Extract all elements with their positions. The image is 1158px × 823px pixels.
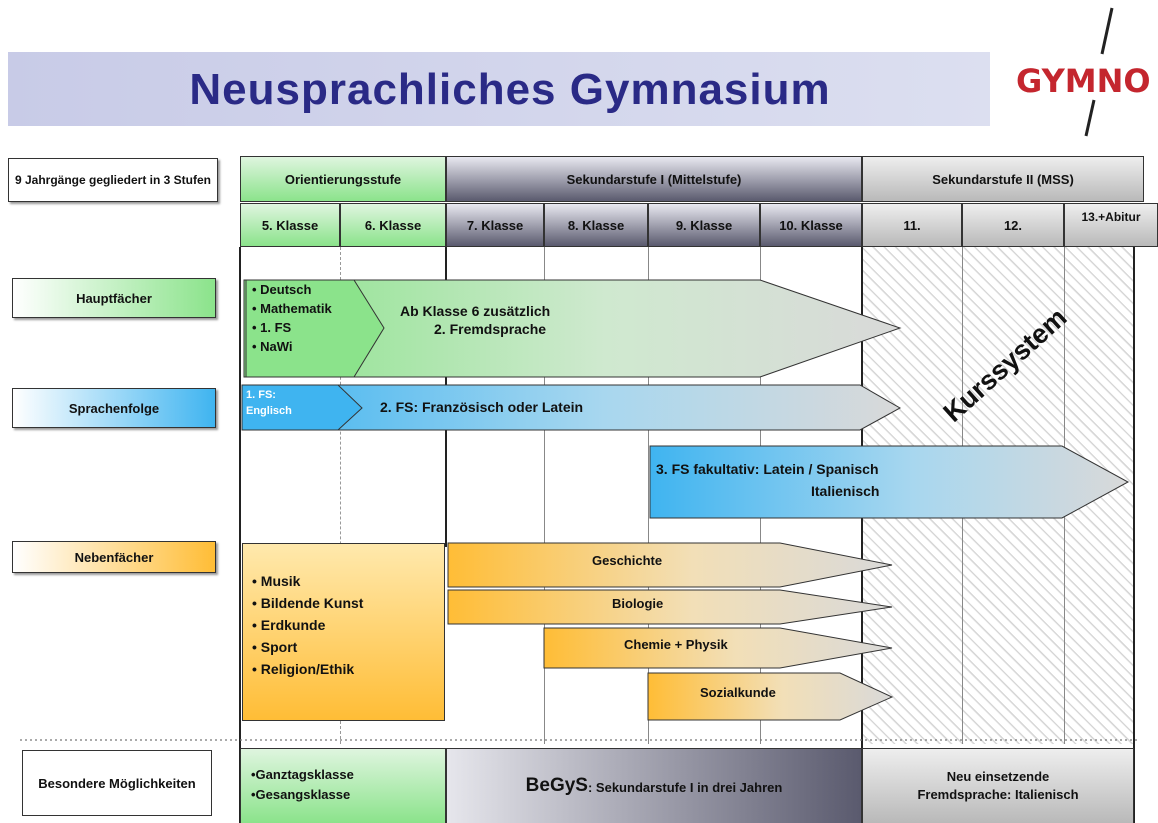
grade-10-label: 10. Klasse bbox=[779, 217, 843, 233]
neben-list: • Musik • Bildende Kunst • Erdkunde • Sp… bbox=[252, 570, 442, 690]
neben-item: • Religion/Ethik bbox=[252, 661, 355, 677]
fs3-line1: 3. FS fakultativ: Latein / Spanisch bbox=[656, 461, 879, 477]
page-title: Neusprachliches Gymnasium bbox=[189, 65, 831, 114]
category-besondere-label: Besondere Möglichkeiten bbox=[38, 775, 196, 791]
grid-line-6 bbox=[340, 247, 341, 744]
category-nebenfaecher-label: Nebenfächer bbox=[74, 549, 154, 565]
haupt-item: • NaWi bbox=[252, 339, 293, 354]
fs1-chevron bbox=[241, 384, 363, 431]
fs3-line2: Italienisch bbox=[811, 483, 880, 499]
chemie-arrow bbox=[543, 627, 893, 669]
besondere-orient-list: •Ganztagsklasse •Gesangsklasse bbox=[251, 765, 354, 805]
haupt-list: • Deutsch • Mathematik • 1. FS • NaWi bbox=[252, 280, 382, 376]
grade-11: 11. bbox=[862, 203, 962, 247]
logo-slash-icon bbox=[1084, 7, 1114, 137]
title-band bbox=[8, 52, 990, 126]
border-left bbox=[239, 247, 241, 823]
grade-8: 8. Klasse bbox=[544, 203, 648, 247]
neben-item: • Bildende Kunst bbox=[252, 595, 364, 611]
fs3-arrow bbox=[649, 445, 1130, 519]
grade-13: 13.+Abitur bbox=[1064, 203, 1158, 247]
neben-item: • Musik bbox=[252, 573, 301, 589]
grade-6: 6. Klasse bbox=[340, 203, 446, 247]
category-hauptfaecher: Hauptfächer bbox=[12, 278, 216, 318]
besondere-mss-line2: Fremdsprache: Italienisch bbox=[917, 787, 1079, 802]
haupt-arrow-text: Ab Klasse 6 zusätzlich 2. Fremdsprache bbox=[400, 302, 640, 342]
sozialkunde-arrow bbox=[647, 672, 894, 721]
fs3-text: 3. FS fakultativ: Latein / Spanisch Ital… bbox=[656, 458, 1056, 502]
row-header: 9 Jahrgänge gegliedert in 3 Stufen bbox=[8, 158, 218, 202]
stage-sek2: Sekundarstufe II (MSS) bbox=[862, 156, 1144, 202]
grade-8-label: 8. Klasse bbox=[567, 217, 625, 233]
grade-9: 9. Klasse bbox=[648, 203, 760, 247]
stage-sek1-label: Sekundarstufe I (Mittelstufe) bbox=[566, 171, 742, 187]
fs1-line2: Englisch bbox=[246, 405, 292, 417]
fs1-text: 1. FS: Englisch bbox=[246, 387, 336, 429]
grid-line-9 bbox=[648, 247, 649, 744]
grade-13-label: 13.+Abitur bbox=[1081, 210, 1141, 224]
neben-item: • Erdkunde bbox=[252, 617, 326, 633]
chemie-label: Chemie + Physik bbox=[624, 637, 728, 652]
grade-12: 12. bbox=[962, 203, 1064, 247]
geschichte-label: Geschichte bbox=[592, 553, 663, 568]
grade-7-label: 7. Klasse bbox=[466, 217, 524, 233]
besondere-mss-line1: Neu einsetzende bbox=[946, 769, 1050, 784]
stage-sek2-label: Sekundarstufe II (MSS) bbox=[932, 171, 1074, 187]
logo-text: GYMNO bbox=[1016, 62, 1151, 100]
border-right bbox=[1133, 247, 1135, 823]
grade-11-label: 11. bbox=[903, 217, 921, 233]
neben-orient-block bbox=[242, 543, 445, 721]
grid-line-8 bbox=[544, 247, 545, 744]
haupt-inner-chevron bbox=[245, 279, 385, 378]
fs1-line1: 1. FS: bbox=[246, 389, 276, 401]
haupt-arrow-line2: 2. Fremdsprache bbox=[434, 321, 547, 337]
grade-5: 5. Klasse bbox=[240, 203, 340, 247]
besondere-orient: •Ganztagsklasse •Gesangsklasse bbox=[240, 748, 446, 823]
stage-orientierung-label: Orientierungsstufe bbox=[284, 171, 402, 187]
haupt-arrow-line1: Ab Klasse 6 zusätzlich bbox=[400, 303, 551, 319]
grade-6-label: 6. Klasse bbox=[364, 217, 422, 233]
grade-9-label: 9. Klasse bbox=[675, 217, 733, 233]
row-header-text: 9 Jahrgänge gegliedert in 3 Stufen bbox=[14, 172, 212, 187]
category-sprachenfolge: Sprachenfolge bbox=[12, 388, 216, 428]
haupt-item: • Deutsch bbox=[252, 282, 312, 297]
neben-item: • Sport bbox=[252, 639, 298, 655]
sozialkunde-label: Sozialkunde bbox=[700, 685, 776, 700]
category-besondere: Besondere Möglichkeiten bbox=[22, 750, 212, 816]
geschichte-arrow bbox=[447, 542, 893, 588]
grade-7: 7. Klasse bbox=[446, 203, 544, 247]
category-hauptfaecher-label: Hauptfächer bbox=[76, 290, 152, 306]
grade-10: 10. Klasse bbox=[760, 203, 862, 247]
biologie-arrow bbox=[447, 589, 893, 625]
begys-title: BeGyS bbox=[525, 775, 588, 796]
besondere-mss: Neu einsetzende Fremdsprache: Italienisc… bbox=[862, 748, 1134, 823]
besondere-orient-item: •Ganztagsklasse bbox=[251, 767, 354, 782]
besondere-sek1: BeGyS : Sekundarstufe I in drei Jahren bbox=[446, 748, 862, 823]
grade-5-label: 5. Klasse bbox=[261, 217, 319, 233]
category-nebenfaecher: Nebenfächer bbox=[12, 541, 216, 573]
stage-sek1: Sekundarstufe I (Mittelstufe) bbox=[446, 156, 862, 202]
haupt-arrow bbox=[243, 279, 902, 378]
begys-text: : Sekundarstufe I in drei Jahren bbox=[587, 780, 783, 795]
besondere-orient-item: •Gesangsklasse bbox=[251, 787, 351, 802]
fs2-text: 2. FS: Französisch oder Latein bbox=[380, 399, 584, 415]
haupt-item: • Mathematik bbox=[252, 301, 332, 316]
biologie-label: Biologie bbox=[612, 596, 664, 611]
border-sek1 bbox=[861, 247, 863, 823]
stage-orientierung: Orientierungsstufe bbox=[240, 156, 446, 202]
category-sprachenfolge-label: Sprachenfolge bbox=[68, 400, 160, 416]
grade-12-label: 12. bbox=[1003, 217, 1023, 233]
haupt-item: • 1. FS bbox=[252, 320, 292, 335]
